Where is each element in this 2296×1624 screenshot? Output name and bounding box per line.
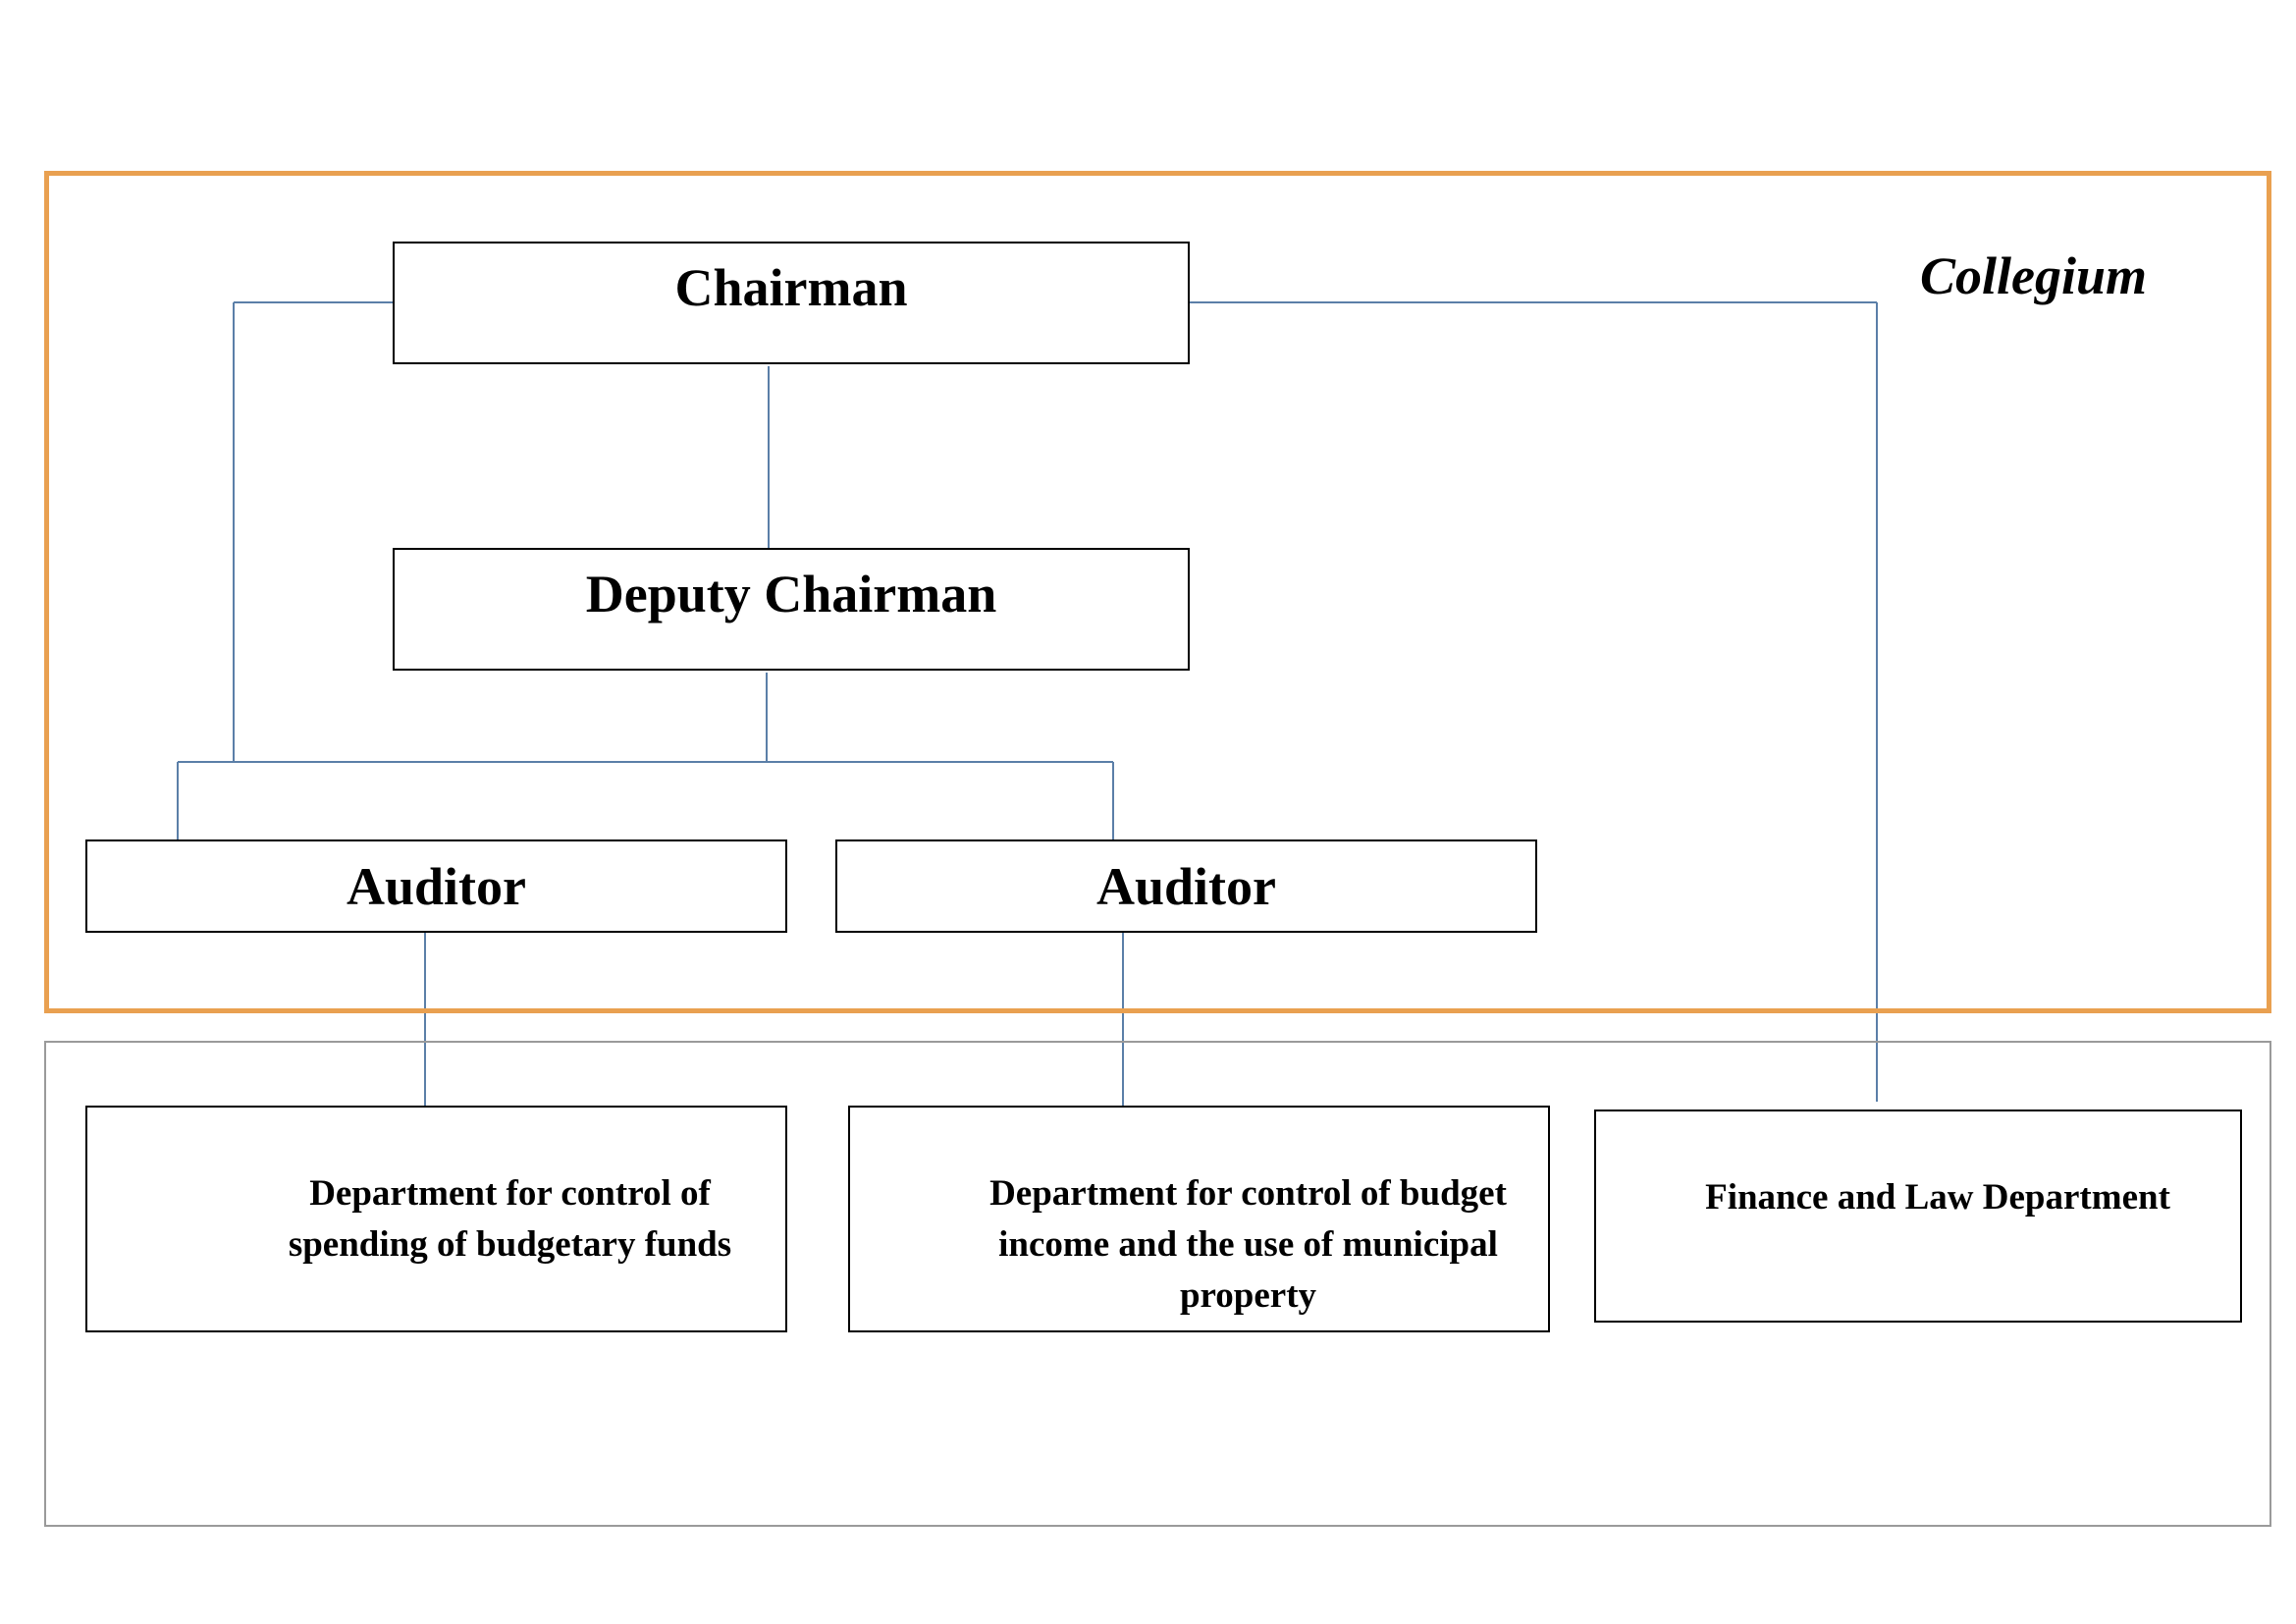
auditor-label-2: Auditor xyxy=(1095,856,1276,916)
collegium-label: Collegium xyxy=(1920,246,2148,305)
chairman-label: Chairman xyxy=(674,258,908,317)
department-spending-control-line-2: spending of budgetary funds xyxy=(288,1224,732,1265)
deputy-chairman-label: Deputy Chairman xyxy=(585,565,997,623)
auditor-label-1: Auditor xyxy=(346,856,526,916)
deputy-chairman-box: Deputy Chairman xyxy=(393,548,1190,671)
department-spending-control-box: Department for control of spending of bu… xyxy=(85,1106,787,1332)
department-spending-control-line-1: Department for control of xyxy=(309,1173,711,1214)
department-spending-control-label: Department for control of spending of bu… xyxy=(289,1168,731,1271)
auditor-box-1: Auditor xyxy=(85,839,787,933)
department-income-control-label: Department for control of budget income … xyxy=(989,1168,1507,1322)
chairman-box: Chairman xyxy=(393,242,1190,364)
finance-law-department-label: Finance and Law Department xyxy=(1705,1177,2170,1218)
collegium-frame xyxy=(44,171,2271,1013)
finance-law-department-box: Finance and Law Department xyxy=(1594,1110,2242,1323)
department-income-control-line-2: income and the use of municipal xyxy=(998,1224,1498,1265)
departments-frame xyxy=(44,1041,2271,1527)
department-income-control-line-3: property xyxy=(1179,1275,1317,1316)
auditor-box-2: Auditor xyxy=(835,839,1537,933)
department-income-control-line-1: Department for control of budget xyxy=(989,1173,1507,1214)
department-income-control-box: Department for control of budget income … xyxy=(848,1106,1550,1332)
